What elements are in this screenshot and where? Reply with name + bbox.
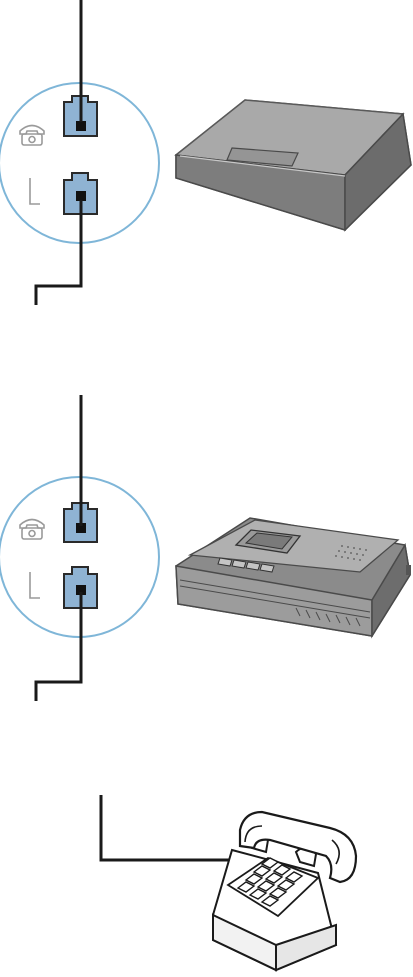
desktop-modem-icon bbox=[176, 100, 411, 230]
section-answering-machine bbox=[0, 395, 411, 701]
wire-to-wall bbox=[36, 200, 81, 305]
phone-port-icon bbox=[20, 520, 44, 540]
line-port-plug bbox=[76, 191, 86, 201]
phone-port-plug bbox=[76, 121, 86, 131]
section-modem bbox=[0, 0, 411, 305]
wire-to-telephone bbox=[101, 795, 244, 860]
desk-telephone-icon bbox=[213, 812, 356, 970]
answering-machine-icon bbox=[176, 518, 411, 636]
section-telephone bbox=[101, 795, 356, 970]
phone-port-icon bbox=[20, 126, 44, 146]
line-port-icon bbox=[30, 572, 40, 598]
line-port-icon bbox=[30, 178, 40, 204]
